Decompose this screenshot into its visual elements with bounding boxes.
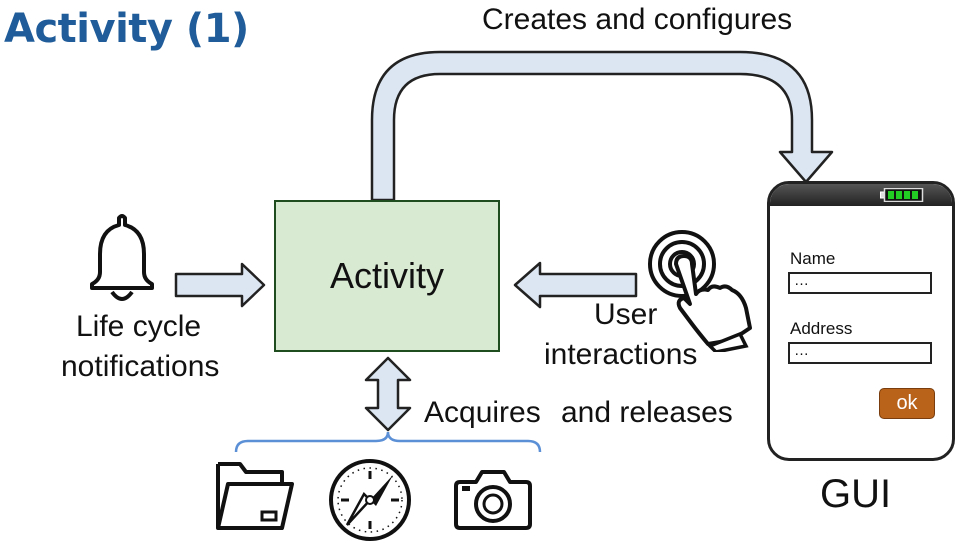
touch-hand-icon: [648, 230, 752, 352]
name-field-label: Name: [790, 249, 836, 268]
lifecycle-arrow: [174, 262, 266, 308]
name-input[interactable]: …: [788, 272, 932, 294]
lifecycle-label-line1: Life cycle: [76, 310, 202, 343]
activity-box: Activity: [274, 200, 500, 352]
gui-label: GUI: [820, 472, 892, 516]
battery-icon: [880, 188, 924, 202]
compass-icon: [329, 459, 411, 541]
address-field-label: Address: [790, 319, 853, 338]
resources-brace: [234, 431, 542, 453]
bell-icon: [90, 214, 154, 301]
folder-icon: [216, 462, 294, 530]
slide-title: Activity (1): [4, 6, 249, 52]
ok-button[interactable]: ok: [879, 388, 935, 419]
user-label-line1: User: [594, 298, 658, 331]
creates-configures-label: Creates and configures: [482, 3, 793, 36]
acquire-release-arrow: [364, 356, 412, 432]
address-input[interactable]: …: [788, 342, 932, 364]
activity-box-label: Activity: [329, 255, 444, 296]
camera-icon: [454, 470, 532, 530]
user-label-line2: interactions: [544, 338, 698, 371]
user-interaction-arrow: [513, 261, 638, 309]
lifecycle-label-line2: notifications: [61, 350, 220, 383]
phone-status-bar: [770, 184, 952, 206]
acquires-label: Acquires: [424, 396, 541, 429]
creates-arrow: [370, 50, 834, 202]
ok-button-label: ok: [896, 392, 918, 414]
releases-label: and releases: [561, 396, 733, 429]
